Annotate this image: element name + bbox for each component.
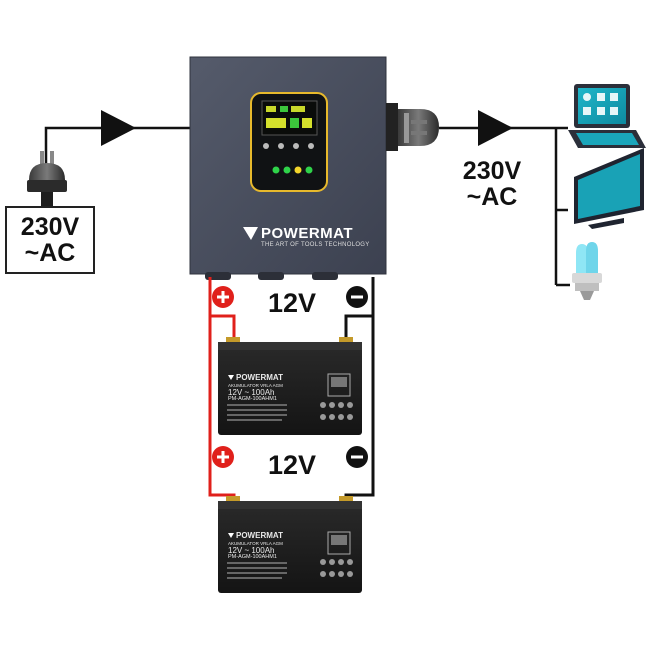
bulb-icon [572,242,602,300]
battery-top-model: PM-AGM-100AHM1 [228,396,277,402]
input-flow-arrow-icon [101,110,136,146]
battery-bottom-rating: 12V ~ 100Ah [228,546,275,555]
input-voltage-box: 230V ~AC [5,206,95,274]
battery-top-header: AKUMULATOR VRLA AGM [228,383,283,388]
panel-button-3 [293,143,299,149]
battery-bottom-header: AKUMULATOR VRLA AGM [228,541,283,546]
laptop-icon [568,84,646,148]
battery-top-brand: POWERMAT [236,373,283,382]
inverter-tagline: THE ART OF TOOLS TECHNOLOGY [261,242,370,248]
positive-terminal-icon-top [212,286,234,308]
led-yellow [294,166,302,174]
input-plug-icon [27,151,67,206]
output-flow-arrow-icon [478,110,513,146]
battery-top-voltage: 12V [267,288,317,318]
input-voltage-value: 230V [20,213,80,241]
battery-top [218,337,362,435]
panel-button-4 [308,143,314,149]
inverter-brand: POWERMAT [261,225,354,242]
output-voltage-type: ~AC [466,183,518,212]
led-green-1 [272,166,280,174]
battery-bottom-model: PM-AGM-100AHM1 [228,554,277,560]
monitor-icon [574,148,644,229]
battery-bottom-brand: POWERMAT [236,531,283,540]
input-voltage-type: ~AC [24,239,76,268]
panel-button-1 [263,143,269,149]
output-socket-icon [386,103,439,151]
battery-bottom-voltage: 12V [267,450,317,480]
led-green-2 [283,166,291,174]
negative-terminal-icon-top [346,286,368,308]
negative-terminal-icon-bottom [346,446,368,468]
battery-top-rating: 12V ~ 100Ah [228,388,275,397]
output-voltage-label: 230V ~AC [447,158,537,211]
output-voltage-value: 230V [462,157,522,185]
led-green-3 [305,166,313,174]
inverter-control-panel [250,92,328,192]
output-wire [439,110,570,287]
input-wire [44,110,195,183]
battery-bottom [218,496,362,593]
positive-terminal-icon-bottom [212,446,234,468]
inverter-unit [189,56,387,280]
panel-button-2 [278,143,284,149]
powermat-logo-icon [243,227,258,240]
